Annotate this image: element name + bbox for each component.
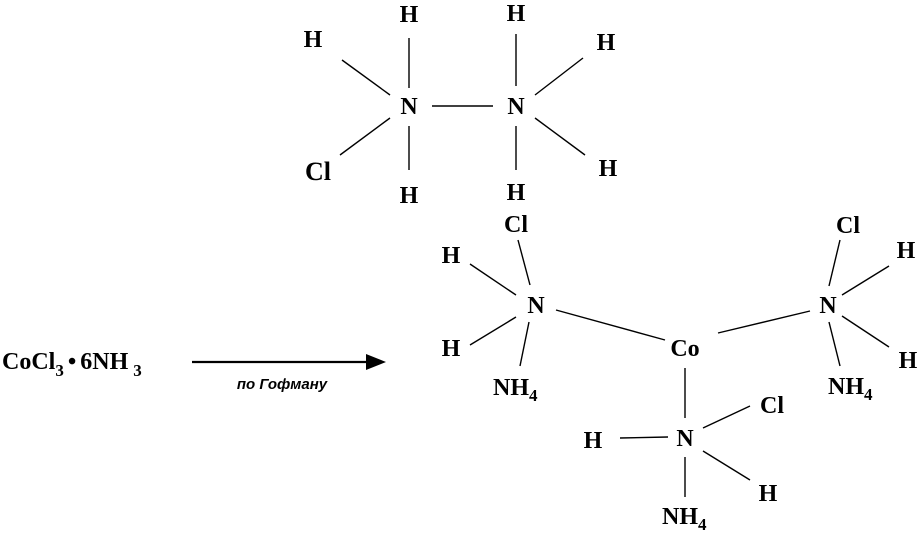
atom-h-n2-top: H	[507, 1, 526, 27]
bond-nl-nh4	[519, 321, 530, 367]
bond-nr-h1	[841, 265, 890, 296]
nh4-bottom-subscript: 4	[698, 515, 707, 533]
bond-co-n-left	[555, 309, 666, 341]
atom-h-n2-bottom: H	[507, 180, 526, 206]
bond-n1-h-left	[341, 59, 391, 96]
atom-n-left: N	[527, 293, 545, 319]
atom-h-n1-top: H	[400, 2, 419, 28]
atom-cl-right: Cl	[836, 213, 860, 239]
nh-right: NH	[828, 374, 864, 400]
atom-h1-left: H	[442, 243, 461, 269]
atom-n-right: N	[819, 293, 837, 319]
nh4-left-subscript: 4	[529, 386, 538, 405]
atom-cl-bottom: Cl	[760, 393, 784, 419]
nh4-right-subscript: 4	[864, 385, 873, 404]
atom-h-n2-right-top: H	[597, 30, 616, 56]
bond-nb-cl	[702, 405, 751, 429]
bond-nr-h2	[841, 315, 890, 348]
nh-left: NH	[493, 375, 529, 401]
atom-n1: N	[400, 94, 418, 120]
atom-h-n2-right-bottom: H	[599, 156, 618, 182]
bond-n1-cl	[339, 117, 391, 156]
bond-nl-h2	[469, 316, 517, 346]
atom-h1-bottom: H	[584, 428, 603, 454]
top-structure: N N H H Cl H H H H H	[304, 1, 618, 209]
bond-nb-h1	[619, 436, 669, 439]
bond-n2-h-right-bottom	[534, 117, 586, 156]
reaction-condition: по Гофману	[237, 376, 328, 393]
atom-h2-bottom: H	[759, 481, 778, 507]
reactant-dot: •	[68, 349, 76, 375]
atom-h-n1-bottom: H	[400, 183, 419, 209]
atom-cl-left: Cl	[504, 212, 528, 238]
ammonia-subscript: 3	[133, 361, 142, 380]
atom-h2-left: H	[442, 336, 461, 362]
reactant-ammonia: 6NH	[80, 349, 128, 375]
atom-h1-right: H	[897, 238, 916, 264]
bond-nr-nh4	[828, 321, 841, 367]
reactant-cocl: CoCl	[2, 349, 56, 375]
bond-nl-h1	[469, 263, 517, 296]
bond-n2-h-right-top	[534, 57, 584, 96]
atom-h2-right: H	[899, 348, 918, 374]
reaction-arrow-head	[366, 354, 386, 370]
cobalt-complex: Co N Cl H H NH4 N Cl H H NH4 N Cl H H NH…	[442, 212, 918, 533]
bond-nl-cl	[517, 239, 531, 286]
atom-cl-n1: Cl	[305, 157, 331, 186]
bond-co-n-right	[717, 310, 811, 334]
atom-co: Co	[670, 336, 699, 362]
atom-nh4-right: NH4	[828, 374, 873, 404]
reactant-subscript: 3	[55, 361, 64, 380]
bond-nr-cl	[828, 239, 841, 287]
atom-nh4-bottom: NH4	[662, 504, 707, 533]
atom-n-bottom: N	[676, 426, 694, 452]
bond-nb-h2	[702, 450, 751, 481]
atom-n2: N	[507, 94, 525, 120]
nh-bottom: NH	[662, 504, 698, 530]
atom-h-n1-left: H	[304, 27, 323, 53]
atom-nh4-left: NH4	[493, 375, 538, 405]
